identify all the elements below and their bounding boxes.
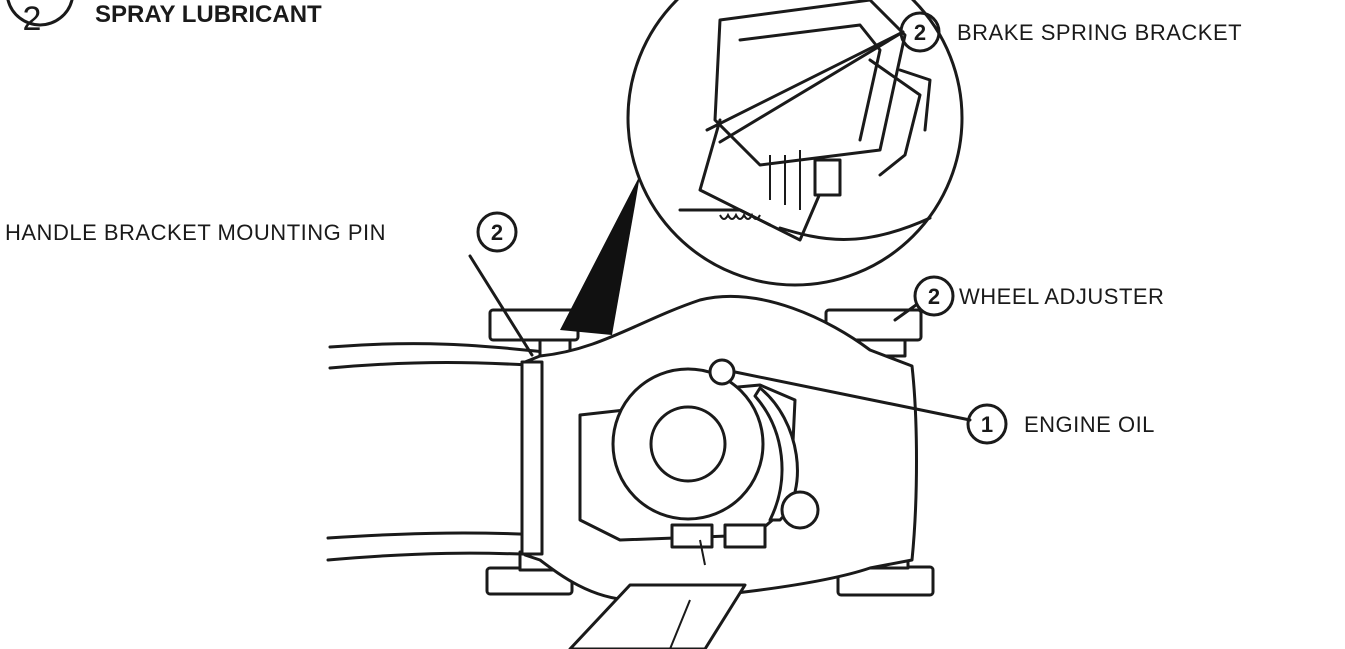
inset-engine-detail [678,0,932,242]
legend-number-circle [6,0,74,27]
callout-label: BRAKE SPRING BRACKET [957,20,1242,45]
callout-label: WHEEL ADJUSTER [959,284,1164,309]
chute-detail [669,599,691,649]
callout-label: ENGINE OIL [1024,412,1155,437]
leader-brake-spring-bracket-b [718,30,905,144]
rear-wheel-hub [780,490,820,530]
handle-tube-upper-inner [328,361,547,370]
callout-number: 2 [914,20,926,45]
leader-engine-oil [733,370,972,422]
handle-tube-upper-outer [328,342,547,354]
legend-number: 2 [23,0,42,38]
brake-spring [719,212,761,220]
leader-wheel-adjuster [893,303,918,322]
callout-brake-spring-bracket: 2 BRAKE SPRING BRACKET [899,11,1242,53]
callout-engine-oil: 1 ENGINE OIL [966,403,1155,445]
recoil-starter [753,386,799,522]
inset-cone [560,175,640,335]
legend: 2 SPRAY LUBRICANT [6,0,322,38]
callout-wheel-adjuster: 2 WHEEL ADJUSTER [913,275,1164,317]
callout-handle-bracket-mounting-pin: HANDLE BRACKET MOUNTING PIN 2 [5,211,518,253]
callout-number: 1 [981,412,993,437]
callout-number-circle [913,275,955,317]
leader-lines [468,30,972,422]
leader-brake-spring-bracket-a [705,30,905,132]
callout-number-circle [899,11,941,53]
mower-illustration [326,294,935,649]
callout-label: HANDLE BRACKET MOUNTING PIN [5,220,386,245]
callout-number: 2 [491,220,503,245]
detail-inset [560,0,964,335]
legend-text: SPRAY LUBRICANT [95,1,322,28]
handle-tube-lower-outer [326,531,547,540]
brake-cable [778,216,932,241]
engine-center-cap [649,405,727,483]
callout-number-circle [476,211,518,253]
throttle-cable [699,539,706,566]
handle-tube-lower-inner [326,551,547,562]
leader-handle-bracket-pin [468,254,534,357]
discharge-chute [568,583,747,649]
handle-bracket-bar [520,360,544,556]
oil-fill-cap [708,358,736,386]
inset-circle [626,0,964,287]
callout-number-circle [966,403,1008,445]
callout-number: 2 [928,284,940,309]
engine-base-left [670,523,714,549]
engine-base-right [723,523,767,549]
